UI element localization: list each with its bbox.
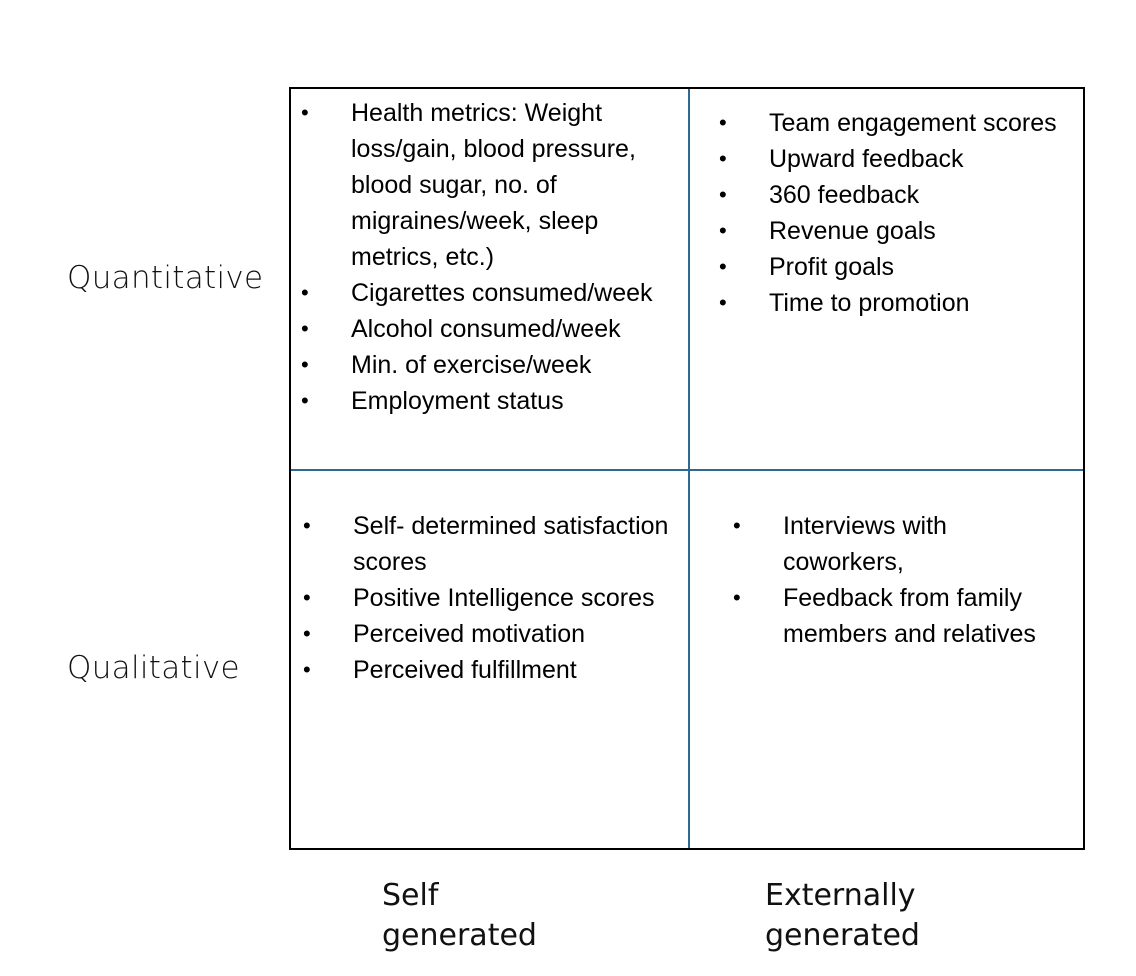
- bullet-icon: •: [733, 513, 741, 538]
- bullet-icon: •: [303, 585, 311, 610]
- list-item: •Alcohol consumed/week: [301, 311, 681, 347]
- row-label-quantitative: Quantitative: [67, 260, 264, 296]
- bullet-icon: •: [301, 316, 309, 341]
- bullet-icon: •: [301, 280, 309, 305]
- quadrant-quantitative-external: •Team engagement scores •Upward feedback…: [719, 105, 1069, 321]
- list-item: •Perceived fulfillment: [303, 652, 673, 688]
- list-item: •Positive Intelligence scores: [303, 580, 673, 616]
- quadrant-grid: [289, 87, 1085, 850]
- list-item: •Interviews with coworkers,: [733, 508, 1073, 580]
- bullet-icon: •: [719, 254, 727, 279]
- quadrant-quantitative-self: •Health metrics: Weight loss/gain, blood…: [301, 95, 681, 419]
- col-label-self-line2: generated: [382, 918, 537, 953]
- bullet-icon: •: [303, 621, 311, 646]
- list-item: •Min. of exercise/week: [301, 347, 681, 383]
- list-item: •360 feedback: [719, 177, 1069, 213]
- bullet-icon: •: [719, 146, 727, 171]
- list-item: •Perceived motivation: [303, 616, 673, 652]
- col-label-externally-generated: Externally generated: [765, 876, 920, 956]
- bullet-icon: •: [719, 290, 727, 315]
- list-item: •Time to promotion: [719, 285, 1069, 321]
- list-item: •Self- determined satisfaction scores: [303, 508, 673, 580]
- quadrant-qualitative-self: •Self- determined satisfaction scores •P…: [303, 508, 673, 688]
- list-item: •Employment status: [301, 383, 681, 419]
- bullet-icon: •: [719, 110, 727, 135]
- bullet-icon: •: [301, 352, 309, 377]
- col-label-self-line1: Self: [382, 878, 439, 913]
- col-label-self-generated: Self generated: [382, 876, 537, 956]
- bullet-icon: •: [719, 182, 727, 207]
- horizontal-divider: [291, 469, 1083, 471]
- col-label-external-line1: Externally: [765, 878, 916, 913]
- col-label-external-line2: generated: [765, 918, 920, 953]
- row-label-qualitative: Qualitative: [67, 650, 240, 686]
- list-item: •Cigarettes consumed/week: [301, 275, 681, 311]
- bullet-icon: •: [301, 100, 309, 125]
- bullet-icon: •: [719, 218, 727, 243]
- bullet-icon: •: [303, 657, 311, 682]
- list-item: •Profit goals: [719, 249, 1069, 285]
- list-item: •Upward feedback: [719, 141, 1069, 177]
- vertical-divider: [688, 89, 690, 848]
- list-item: •Health metrics: Weight loss/gain, blood…: [301, 95, 681, 275]
- list-item: •Team engagement scores: [719, 105, 1069, 141]
- list-item: •Revenue goals: [719, 213, 1069, 249]
- bullet-icon: •: [301, 388, 309, 413]
- bullet-icon: •: [303, 513, 311, 538]
- list-item: •Feedback from family members and relati…: [733, 580, 1073, 652]
- quadrant-qualitative-external: •Interviews with coworkers, •Feedback fr…: [733, 508, 1073, 652]
- bullet-icon: •: [733, 585, 741, 610]
